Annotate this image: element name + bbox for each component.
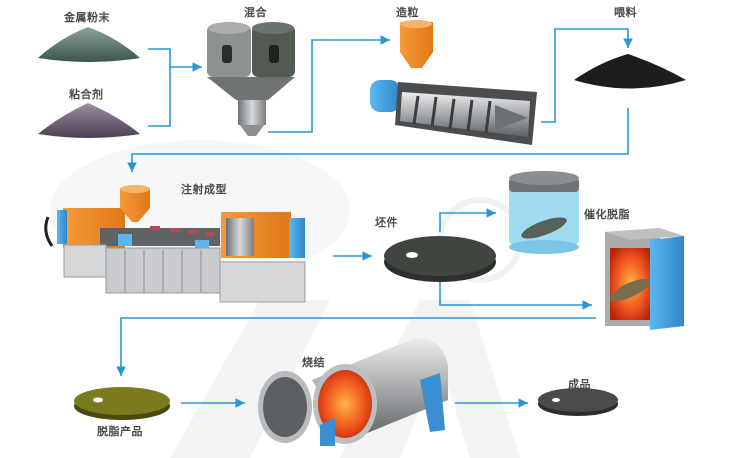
mixer-icon: [207, 22, 295, 136]
label-green-part: 坯件: [375, 216, 398, 229]
label-catalytic-debinding: 催化脱脂: [584, 208, 630, 221]
finished-product-icon: [538, 388, 618, 416]
catalytic-jar-icon: [509, 171, 579, 254]
label-metal-powder: 金属粉末: [64, 11, 110, 24]
debinding-oven-icon: [605, 228, 684, 330]
debinded-product-icon: [74, 387, 170, 420]
label-mixing: 混合: [244, 6, 267, 19]
injection-molding-machine-icon: [44, 185, 306, 303]
metal-powder-pile-icon: [38, 27, 140, 62]
label-binder: 粘合剂: [69, 88, 104, 101]
sintering-furnace-icon: [258, 337, 448, 446]
label-feedstock: 喂料: [614, 6, 637, 19]
green-part-icon: [384, 236, 496, 282]
label-debinded-product: 脱脂产品: [97, 425, 143, 438]
granulator-icon: [370, 20, 537, 145]
label-sintering: 烧结: [302, 356, 325, 369]
label-injection-molding: 注射成型: [181, 183, 227, 196]
binder-pile-icon: [38, 103, 140, 138]
label-finished-product: 成品: [568, 378, 591, 391]
feedstock-pile-icon: [574, 54, 686, 89]
label-granulation: 造粒: [396, 6, 419, 19]
